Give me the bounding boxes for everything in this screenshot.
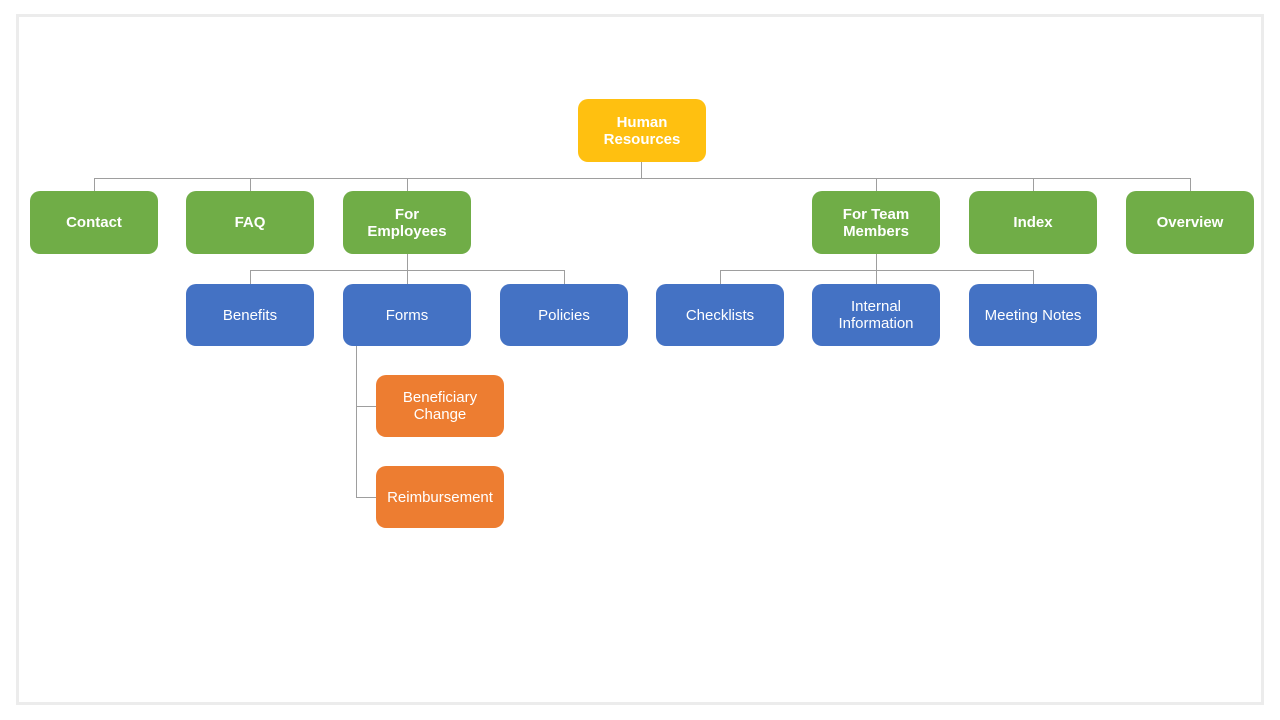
connector-line <box>641 162 642 179</box>
node-human-resources[interactable]: Human Resources <box>578 99 706 162</box>
node-faq[interactable]: FAQ <box>186 191 314 254</box>
node-label: Internal Information <box>838 298 914 332</box>
connector-line <box>356 346 357 497</box>
connector-line <box>876 254 877 270</box>
node-reimbursement[interactable]: Reimbursement <box>376 466 504 528</box>
node-policies[interactable]: Policies <box>500 284 628 346</box>
node-label: For Employees <box>367 205 447 240</box>
node-checklists[interactable]: Checklists <box>656 284 784 346</box>
node-internal-information[interactable]: Internal Information <box>812 284 940 346</box>
node-label: Overview <box>1156 214 1224 231</box>
node-for-employees[interactable]: For Employees <box>343 191 471 254</box>
connector-line <box>1033 270 1034 284</box>
connector-line <box>250 178 251 191</box>
connector-line <box>564 270 565 284</box>
node-benefits[interactable]: Benefits <box>186 284 314 346</box>
connector-line <box>407 270 408 284</box>
node-label: Human Resources <box>603 113 681 148</box>
connector-line <box>94 178 95 191</box>
node-label: Reimbursement <box>387 488 493 506</box>
connector-line <box>250 270 251 284</box>
node-for-team-members[interactable]: For Team Members <box>812 191 940 254</box>
node-label: FAQ <box>234 214 266 231</box>
connector-line <box>407 254 408 270</box>
node-label: Index <box>1013 214 1053 231</box>
node-overview[interactable]: Overview <box>1126 191 1254 254</box>
node-label: Forms <box>385 306 429 324</box>
node-beneficiary-change[interactable]: Beneficiary Change <box>376 375 504 437</box>
node-label: Contact <box>66 214 122 231</box>
node-label: Checklists <box>685 306 755 324</box>
connector-line <box>407 178 408 191</box>
connector-line <box>876 270 877 284</box>
connector-line <box>1190 178 1191 191</box>
node-label: Policies <box>538 306 590 324</box>
node-label: Benefits <box>222 306 278 324</box>
node-meeting-notes[interactable]: Meeting Notes <box>969 284 1097 346</box>
connector-line <box>720 270 721 284</box>
node-forms[interactable]: Forms <box>343 284 471 346</box>
node-contact[interactable]: Contact <box>30 191 158 254</box>
node-label: For Team Members <box>842 205 910 240</box>
connector-line <box>876 178 877 191</box>
node-label: Beneficiary Change <box>402 389 478 423</box>
connector-line <box>356 406 376 407</box>
connector-line <box>356 497 376 498</box>
node-label: Meeting Notes <box>984 306 1082 324</box>
node-index[interactable]: Index <box>969 191 1097 254</box>
connector-line <box>94 178 1190 179</box>
connector-line <box>1033 178 1034 191</box>
